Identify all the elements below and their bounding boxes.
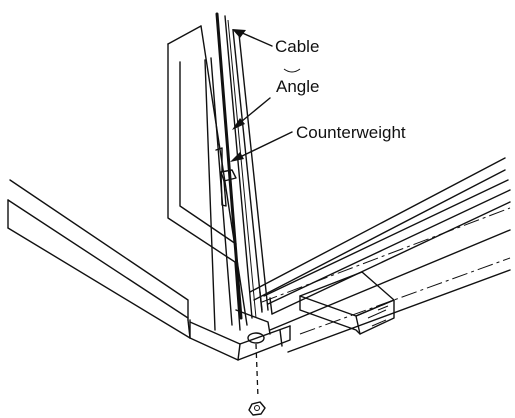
leader-arrows	[230, 29, 301, 162]
cable-and-angle	[215, 12, 269, 320]
left-sill-board	[7, 179, 191, 339]
bolt-icon	[248, 401, 266, 416]
label-counterweight: Counterweight	[296, 123, 406, 142]
jamb	[167, 25, 248, 331]
rail-block	[299, 271, 395, 335]
label-angle: Angle	[276, 77, 319, 96]
counterweight-block	[215, 147, 237, 207]
bolt-path	[255, 343, 259, 399]
label-cable: Cable	[275, 37, 319, 56]
corner-sill	[189, 309, 291, 361]
